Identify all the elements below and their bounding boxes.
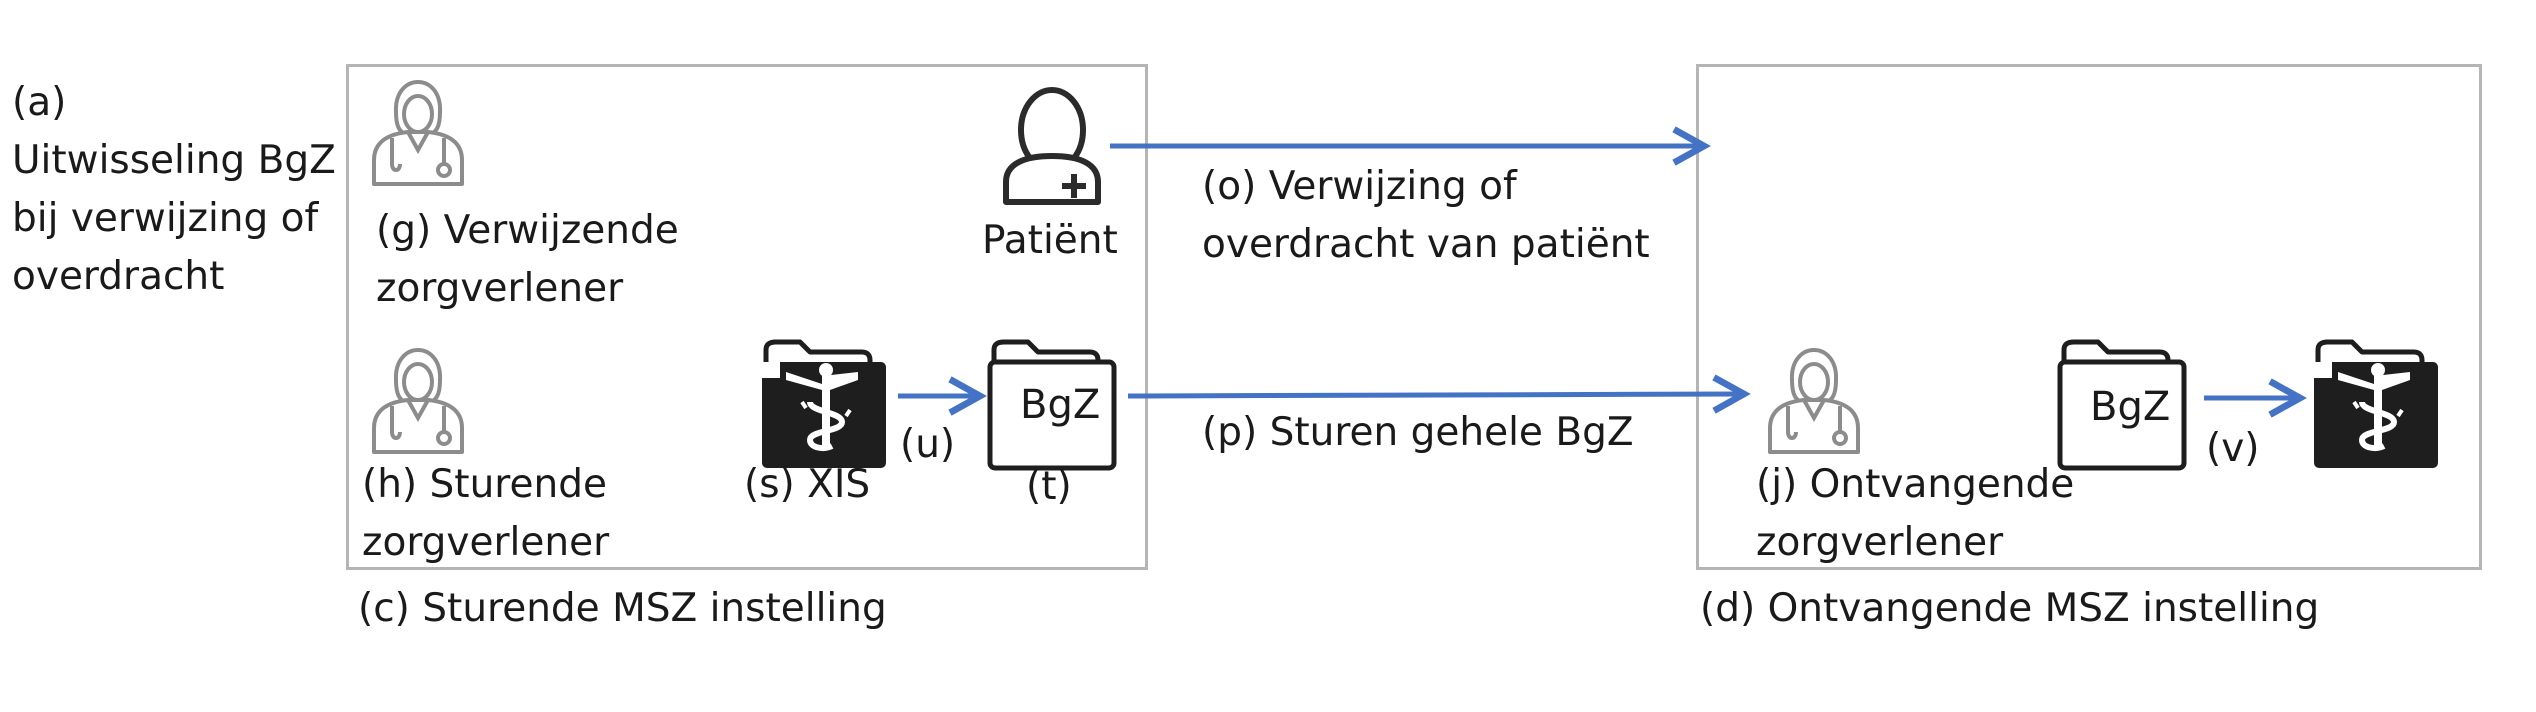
xis-folder-icon — [762, 342, 886, 468]
bgz-folder-label: (t) — [1026, 464, 1072, 509]
receiving-clinician-icon — [1768, 348, 1860, 454]
flow-v-label: (v) — [2206, 426, 2260, 471]
patient-icon — [1003, 87, 1101, 205]
receiving-clinician-label: (j) Ontvangende zorgverlener — [1756, 456, 2074, 572]
arrow-p — [1127, 394, 1744, 396]
sending-clinician-icon — [372, 348, 464, 454]
flow-o-line-2: overdracht van patiënt — [1202, 222, 1650, 267]
patient-label: Patiënt — [982, 218, 1118, 263]
referring-clinician-line-1: (g) Verwijzende — [376, 208, 679, 253]
xis-label: (s) XIS — [744, 462, 871, 507]
title-letter: (a) — [12, 80, 67, 125]
sending-institution-label: (c) Sturende MSZ instelling — [358, 586, 887, 631]
flow-o-line-1: (o) Verwijzing of — [1202, 164, 1517, 209]
receiving-clinician-line-1: (j) Ontvangende — [1756, 462, 2075, 507]
receiving-bgz-folder-text: BgZ — [2090, 384, 2171, 430]
sending-clinician-line-1: (h) Sturende — [362, 462, 607, 507]
sending-institution-box — [346, 64, 1148, 570]
title-line-2: bij verwijzing of — [12, 196, 319, 241]
sending-clinician-label: (h) Sturende zorgverlener — [362, 456, 609, 572]
bgz-folder-text: BgZ — [1020, 382, 1101, 428]
title-line-1: Uitwisseling BgZ — [12, 138, 336, 183]
title-line-3: overdracht — [12, 254, 225, 299]
referring-clinician-icon — [372, 80, 464, 186]
receiving-clinician-line-2: zorgverlener — [1756, 520, 2004, 565]
sending-clinician-line-2: zorgverlener — [362, 520, 610, 565]
diagram-title: (a) Uitwisseling BgZ bij verwijzing of o… — [12, 74, 336, 306]
flow-o-label: (o) Verwijzing of overdracht van patiënt — [1202, 158, 1650, 274]
flow-p-label: (p) Sturen gehele BgZ — [1202, 410, 1634, 455]
flow-u-label: (u) — [900, 422, 956, 467]
receiving-institution-box — [1696, 64, 2482, 570]
referring-clinician-line-2: zorgverlener — [376, 266, 624, 311]
receiving-institution-label: (d) Ontvangende MSZ instelling — [1700, 586, 2320, 631]
referring-clinician-label: (g) Verwijzende zorgverlener — [376, 202, 679, 318]
receiving-xis-folder-icon — [2314, 342, 2438, 468]
